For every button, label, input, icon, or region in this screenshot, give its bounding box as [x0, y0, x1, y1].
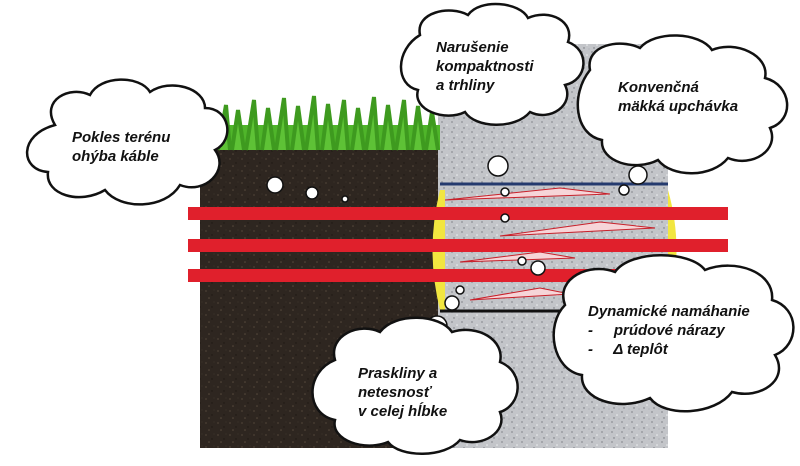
label-konvencna: Konvenčná mäkká upchávka — [618, 78, 738, 116]
cracks — [444, 187, 656, 301]
cloud-konvencna — [576, 34, 789, 175]
label-dynamicke-item1: - prúdové nárazy — [588, 322, 725, 339]
label-narusenie-line2: kompaktnosti — [436, 58, 534, 75]
label-konvencna-line1: Konvenčná — [618, 79, 699, 96]
label-praskliny-line3: v celej hĺbke — [358, 403, 448, 420]
cloud-narusenie — [399, 2, 585, 126]
cloud-praskliny — [311, 316, 519, 455]
label-narusenie-line1: Narušenie — [436, 39, 509, 56]
label-dynamicke-item2: - Δ teplôt — [588, 341, 668, 358]
cloud-pokles — [25, 78, 229, 206]
label-narusenie-line3: a trhliny — [436, 77, 495, 94]
label-praskliny: Praskliny a netesnosť v celej hĺbke — [358, 364, 447, 421]
label-praskliny-line1: Praskliny a — [358, 365, 438, 382]
label-narusenie: Narušenie kompaktnosti a trhliny — [436, 38, 534, 95]
label-dynamicke: Dynamické namáhanie - prúdové nárazy - Δ… — [588, 302, 750, 359]
label-praskliny-line2: netesnosť — [358, 384, 432, 401]
label-pokles-line1: Pokles terénu — [72, 129, 171, 146]
cloud-dynamicke — [552, 254, 795, 413]
cable-2 — [188, 239, 728, 252]
grass — [200, 95, 440, 151]
label-dynamicke-title: Dynamické namáhanie — [588, 303, 750, 320]
label-pokles: Pokles terénu ohýba káble — [72, 128, 170, 166]
cable-1 — [188, 207, 728, 220]
label-konvencna-line2: mäkká upchávka — [618, 98, 739, 115]
label-pokles-line2: ohýba káble — [72, 148, 159, 165]
